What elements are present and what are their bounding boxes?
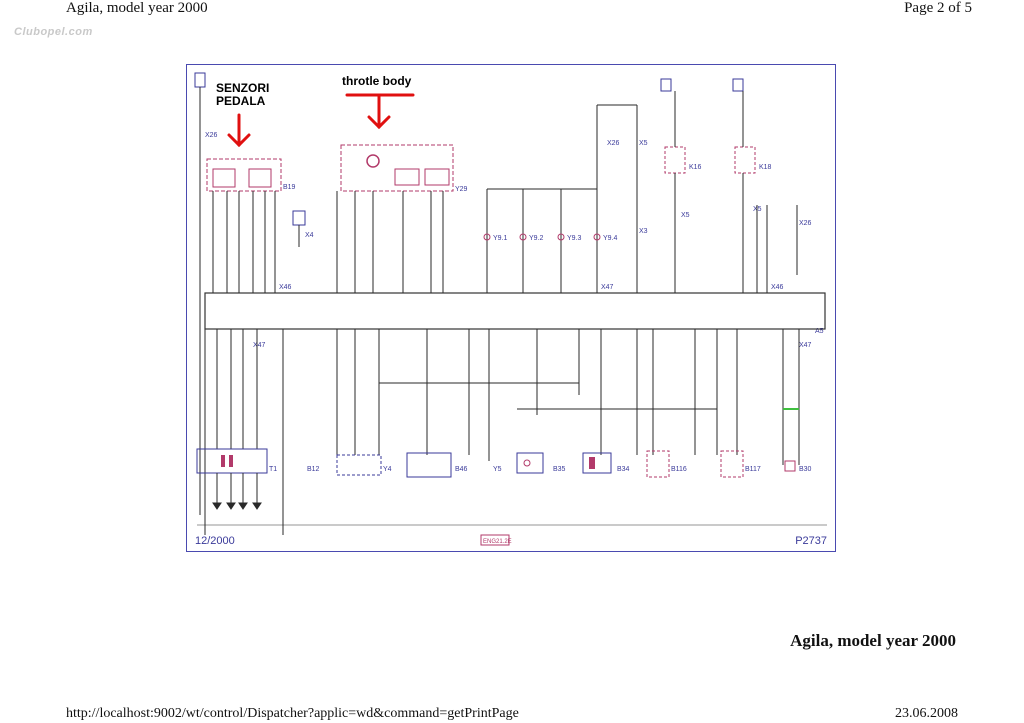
footer-date: 23.06.2008 bbox=[895, 706, 958, 721]
wiring-diagram-graphic: A5 B19 Y29 bbox=[194, 72, 827, 546]
svg-text:X47: X47 bbox=[799, 342, 812, 349]
svg-text:B35: B35 bbox=[553, 466, 566, 473]
svg-text:X3: X3 bbox=[639, 228, 648, 235]
svg-text:X46: X46 bbox=[771, 284, 784, 291]
svg-text:X26: X26 bbox=[205, 132, 218, 139]
svg-text:X4: X4 bbox=[305, 232, 314, 239]
page-number: Page 2 of 5 bbox=[904, 0, 972, 16]
svg-text:K18: K18 bbox=[759, 164, 772, 171]
wiring-diagram: A5 B19 Y29 bbox=[186, 64, 836, 552]
svg-text:B117: B117 bbox=[745, 466, 761, 473]
page-header-title: Agila, model year 2000 bbox=[66, 0, 208, 16]
svg-text:X26: X26 bbox=[799, 220, 812, 227]
footer-title: Agila, model year 2000 bbox=[790, 631, 956, 650]
footer-url: http://localhost:9002/wt/control/Dispatc… bbox=[66, 706, 519, 721]
annotation-throttle-body: throtle body bbox=[342, 74, 412, 88]
annotation-pedal-sensors: SENZORI PEDALA bbox=[216, 81, 270, 108]
svg-text:B116: B116 bbox=[671, 466, 687, 473]
watermark-logo: Clubopel.com bbox=[14, 26, 93, 38]
svg-text:X47: X47 bbox=[601, 284, 614, 291]
svg-text:B19: B19 bbox=[283, 184, 296, 191]
connector-bar-a5 bbox=[204, 292, 826, 330]
svg-text:Y9.4: Y9.4 bbox=[603, 235, 618, 242]
svg-text:Y29: Y29 bbox=[455, 186, 468, 193]
diagram-date-code: 12/2000 bbox=[195, 535, 235, 547]
svg-text:A5: A5 bbox=[815, 328, 824, 335]
svg-text:B12: B12 bbox=[307, 466, 320, 473]
svg-text:X26: X26 bbox=[607, 140, 620, 147]
svg-text:X5: X5 bbox=[639, 140, 648, 147]
svg-text:X47: X47 bbox=[253, 342, 266, 349]
svg-text:X46: X46 bbox=[279, 284, 292, 291]
svg-text:B46: B46 bbox=[455, 466, 468, 473]
svg-text:T1: T1 bbox=[269, 466, 277, 473]
svg-text:K16: K16 bbox=[689, 164, 702, 171]
svg-text:B34: B34 bbox=[617, 466, 630, 473]
svg-text:Y9.2: Y9.2 bbox=[529, 235, 544, 242]
svg-text:Y5: Y5 bbox=[493, 466, 502, 473]
svg-text:Y4: Y4 bbox=[383, 466, 392, 473]
diagram-number: P2737 bbox=[795, 535, 827, 547]
svg-text:Y9.1: Y9.1 bbox=[493, 235, 508, 242]
diagram-stamp: ENG21.2E bbox=[483, 539, 512, 545]
svg-text:Y9.3: Y9.3 bbox=[567, 235, 582, 242]
svg-text:B30: B30 bbox=[799, 466, 812, 473]
svg-text:X5: X5 bbox=[681, 212, 690, 219]
